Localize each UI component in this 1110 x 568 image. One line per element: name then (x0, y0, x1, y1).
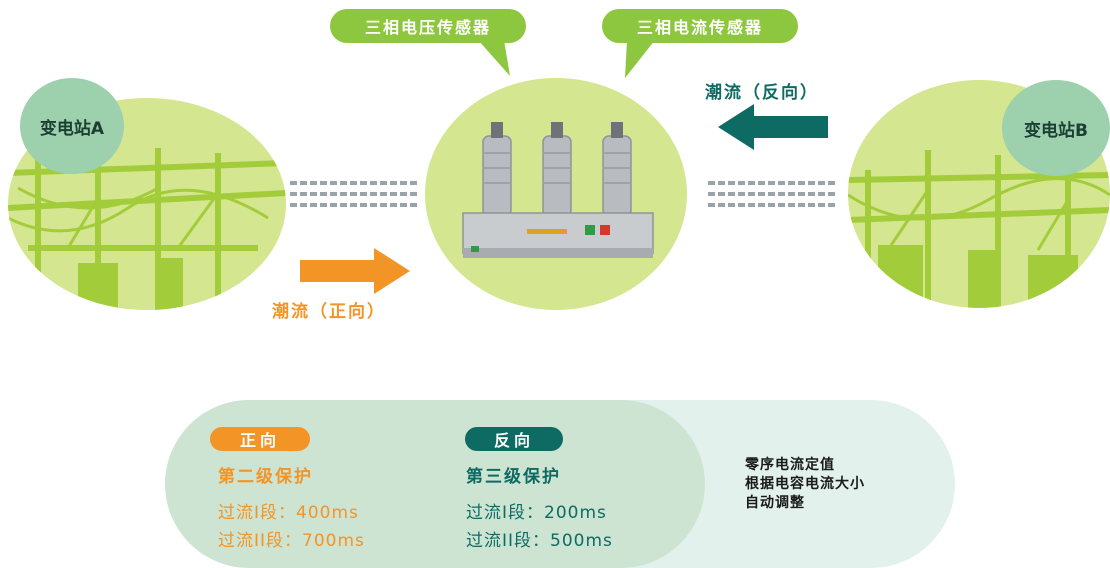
forward-level: 第二级保护 (218, 467, 313, 487)
voltage-sensor-bubble: 三相电压传感器 (330, 9, 526, 43)
right-dash-line-3 (708, 203, 838, 207)
reverse-row-1: 过流I段：200ms (466, 503, 607, 523)
reverse-level: 第三级保护 (466, 467, 561, 487)
forward-row-1: 过流I段：400ms (218, 503, 359, 523)
left-dash-line-1 (290, 181, 418, 185)
forward-tag-label: 正向 (239, 431, 280, 450)
forward-arrow-icon (300, 248, 410, 294)
left-dash-line-2 (290, 192, 418, 196)
reverse-tag: 反向 (465, 427, 563, 451)
substation-b-badge: 变电站B (1002, 80, 1110, 176)
substation-b-label: 变电站B (1024, 120, 1088, 141)
substation-a-badge: 变电站A (20, 78, 124, 174)
right-dash-line-2 (708, 192, 838, 196)
note-line-2: 根据电容电流大小 (745, 476, 865, 492)
reverse-flow-label: 潮流（反向） (705, 83, 819, 103)
reverse-row-2: 过流II段：500ms (466, 531, 613, 551)
substation-a-structure-icon (8, 138, 286, 310)
reverse-arrow-icon (718, 104, 828, 150)
reverse-tag-label: 反向 (493, 431, 534, 450)
voltage-bubble-tail (478, 40, 510, 76)
current-sensor-label: 三相电流传感器 (636, 18, 763, 37)
substation-a-label: 变电站A (39, 118, 105, 139)
current-bubble-tail (625, 40, 655, 78)
right-dash-line-1 (708, 181, 838, 185)
current-sensor-bubble: 三相电流传感器 (602, 9, 798, 43)
note-line-3: 自动调整 (745, 495, 805, 511)
voltage-sensor-label: 三相电压传感器 (364, 18, 491, 37)
breaker-icon (462, 122, 654, 258)
forward-tag: 正向 (210, 427, 310, 451)
left-dash-line-3 (290, 203, 418, 207)
breaker-circle (425, 78, 687, 310)
forward-flow-label: 潮流（正向） (272, 302, 386, 322)
note-line-1: 零序电流定值 (745, 457, 835, 473)
forward-row-2: 过流II段：700ms (218, 531, 365, 551)
zero-sequence-note: 零序电流定值 根据电容电流大小 自动调整 (745, 456, 865, 513)
substation-a-circle (8, 98, 286, 310)
